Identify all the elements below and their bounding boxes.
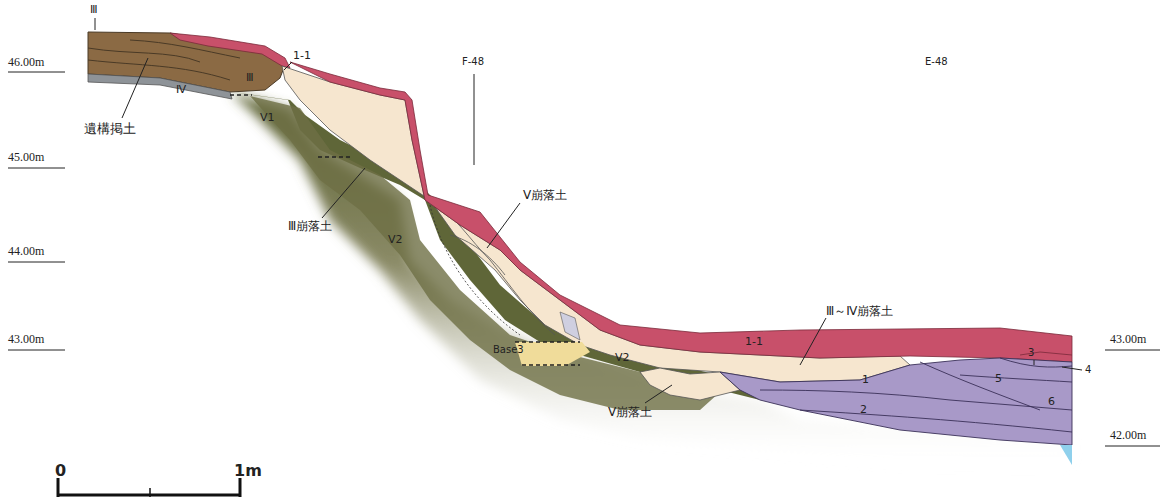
layer-label: 1-1 [293,50,311,62]
callout-number: 6 [1048,396,1055,408]
layer-label: Ⅲ崩落土 [288,220,332,233]
elevation-label: 43.00m [8,333,44,346]
layer-label: Ⅲ [90,4,98,16]
layer-label: Ⅳ [176,84,186,96]
elevation-label: 44.00m [8,245,44,258]
scale-label: 0 [55,462,66,480]
scale-label: 1m [234,462,262,480]
callout-number: 2 [860,404,867,416]
elevation-label: 43.00m [1110,333,1146,346]
grid-label: E-48 [925,56,948,67]
layer-label: Ⅴ2 [388,234,403,246]
layer-label: Ⅴ2 [615,352,630,364]
callout-number: 4 [1085,364,1091,375]
elevation-label: 45.00m [8,151,44,164]
layer-label: Ⅲ [246,72,254,84]
elevation-label: 46.00m [8,56,44,69]
layer-label: Ⅴ崩落土 [523,189,567,202]
layer-label: Ⅲ～Ⅳ崩落土 [826,305,893,318]
layer-label: Ⅴ崩落土 [608,406,652,419]
callout-number: 1 [862,374,869,386]
layer-label: 遺構掲土 [84,122,136,136]
callout-number: 3 [1028,347,1034,358]
layer-label: 1-1 [745,336,763,348]
callout-number: 5 [995,373,1002,385]
layer-label: Base3 [493,344,524,355]
grid-label: F-48 [462,56,484,67]
elevation-label: 42.00m [1110,429,1146,442]
layer-label: Ⅴ1 [260,112,275,124]
